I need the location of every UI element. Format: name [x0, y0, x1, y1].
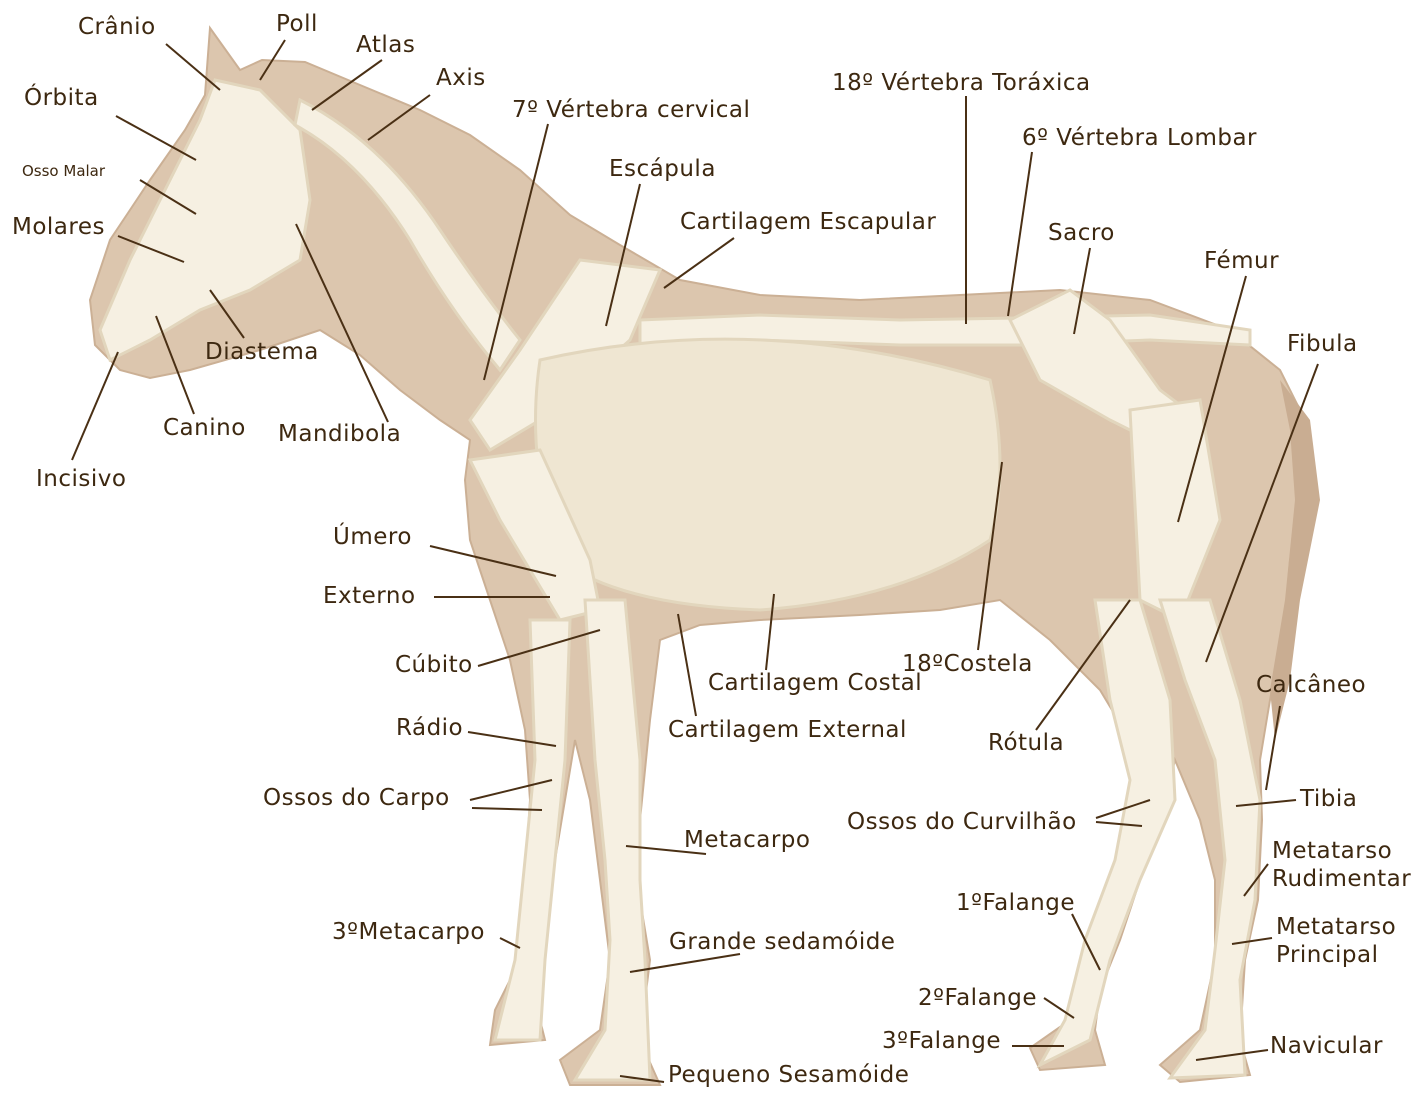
- label-rotula: Rótula: [988, 730, 1064, 756]
- label-canino: Canino: [163, 415, 246, 441]
- label-femur: Fémur: [1204, 248, 1279, 274]
- label-ossos-carpo: Ossos do Carpo: [263, 785, 450, 811]
- label-mandibula: Mandibola: [278, 421, 401, 447]
- label-externo: Externo: [323, 583, 416, 609]
- label-vertebra-toraxica: 18º Vértebra Toráxica: [832, 70, 1091, 96]
- label-pequeno-sesamoide: Pequeno Sesamóide: [668, 1062, 909, 1088]
- label-falange-2: 2ºFalange: [918, 985, 1037, 1011]
- label-osso-malar: Osso Malar: [22, 158, 105, 184]
- label-poll: Poll: [276, 11, 318, 37]
- label-cartilagem-escapular: Cartilagem Escapular: [680, 209, 936, 235]
- label-umero: Úmero: [333, 524, 412, 550]
- label-fibula: Fibula: [1287, 331, 1358, 357]
- rib-cage: [536, 339, 1001, 610]
- label-vertebra-cervical: 7º Vértebra cervical: [512, 97, 750, 123]
- label-falange-3: 3ºFalange: [882, 1028, 1001, 1054]
- label-metatarso-rudimentar-1: Metatarso: [1272, 838, 1392, 864]
- label-tibia: Tibia: [1300, 786, 1357, 812]
- label-vertebra-lombar: 6º Vértebra Lombar: [1022, 125, 1257, 151]
- leader-line-cartilagem-escapular: [664, 238, 734, 288]
- label-ossos-curvilhao: Ossos do Curvilhão: [847, 809, 1077, 835]
- label-escapula: Escápula: [609, 156, 716, 182]
- label-incisivo: Incisivo: [36, 466, 126, 492]
- label-grande-sesamoide: Grande sedamóide: [669, 929, 895, 955]
- label-atlas: Atlas: [356, 32, 415, 58]
- label-calcaneo: Calcâneo: [1256, 672, 1366, 698]
- label-cartilagem-external: Cartilagem External: [668, 717, 907, 743]
- label-metatarso-principal-2: Principal: [1276, 942, 1379, 968]
- label-molares: Molares: [12, 214, 105, 240]
- label-axis: Axis: [436, 65, 486, 91]
- label-radio: Rádio: [396, 715, 463, 741]
- label-cartilagem-costal: Cartilagem Costal: [708, 670, 922, 696]
- label-cranio: Crânio: [78, 14, 156, 40]
- label-sacro: Sacro: [1048, 220, 1115, 246]
- leader-line-incisivo: [72, 352, 118, 460]
- label-metatarso-rudimentar-2: Rudimentar: [1272, 866, 1411, 892]
- label-navicular: Navicular: [1270, 1033, 1383, 1059]
- label-diastema: Diastema: [205, 339, 319, 365]
- label-metatarso-principal-1: Metatarso: [1276, 914, 1396, 940]
- label-orbita: Órbita: [24, 85, 99, 111]
- front-leg-bones-left: [495, 620, 570, 1040]
- label-cubito: Cúbito: [395, 652, 473, 678]
- label-metacarpo-3: 3ºMetacarpo: [332, 919, 485, 945]
- label-falange-1: 1ºFalange: [956, 890, 1075, 916]
- label-metacarpo: Metacarpo: [684, 827, 810, 853]
